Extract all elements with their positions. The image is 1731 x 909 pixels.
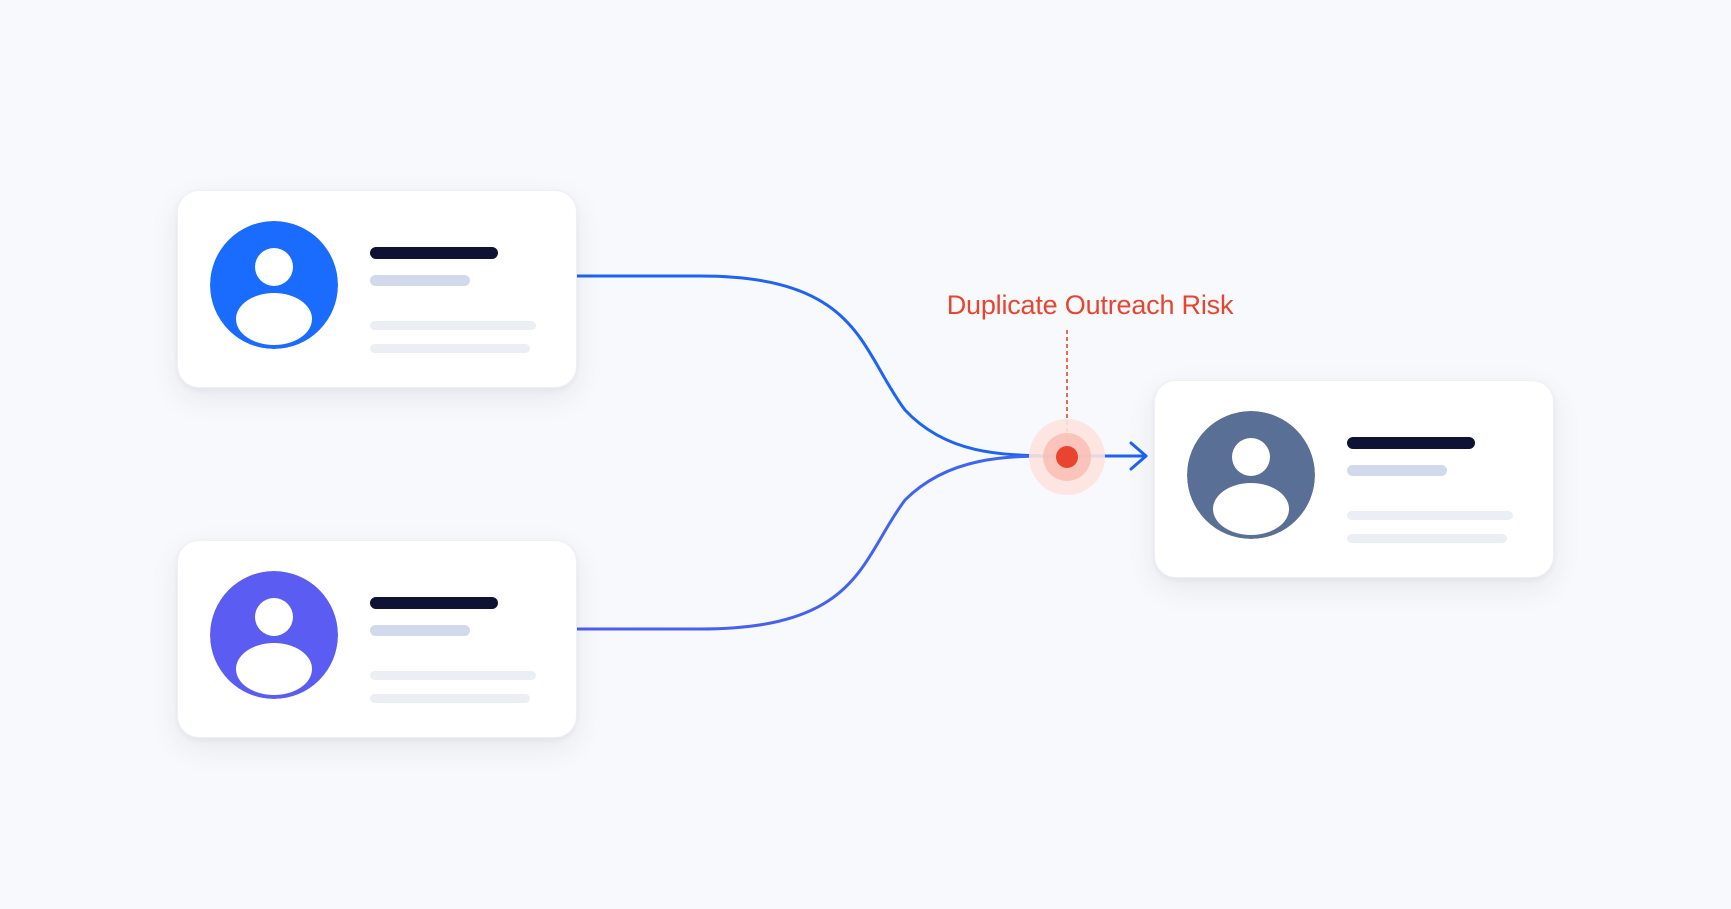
name-placeholder	[370, 247, 498, 259]
name-placeholder	[370, 597, 498, 609]
connector-line-bottom	[574, 454, 1064, 631]
user-icon	[1187, 411, 1315, 539]
subtitle-placeholder	[370, 625, 470, 636]
user-icon	[210, 571, 338, 699]
detail-line-placeholder	[1347, 534, 1507, 543]
detail-line-placeholder	[370, 344, 530, 353]
detail-line-placeholder	[370, 671, 536, 680]
detail-line-placeholder	[370, 694, 530, 703]
contact-card-target[interactable]	[1154, 380, 1554, 578]
connector-line-top	[574, 274, 1064, 458]
avatar	[1187, 411, 1315, 539]
contact-card-source-2[interactable]	[177, 540, 577, 738]
contact-card-source-1[interactable]	[177, 190, 577, 388]
avatar	[210, 571, 338, 699]
user-icon	[210, 221, 338, 349]
detail-line-placeholder	[370, 321, 536, 330]
subtitle-placeholder	[370, 275, 470, 286]
arrow-head-icon	[1129, 441, 1148, 471]
name-placeholder	[1347, 437, 1475, 449]
risk-label: Duplicate Outreach Risk	[946, 290, 1234, 320]
avatar	[210, 221, 338, 349]
risk-point	[1056, 446, 1078, 468]
subtitle-placeholder	[1347, 465, 1447, 476]
detail-line-placeholder	[1347, 511, 1513, 520]
